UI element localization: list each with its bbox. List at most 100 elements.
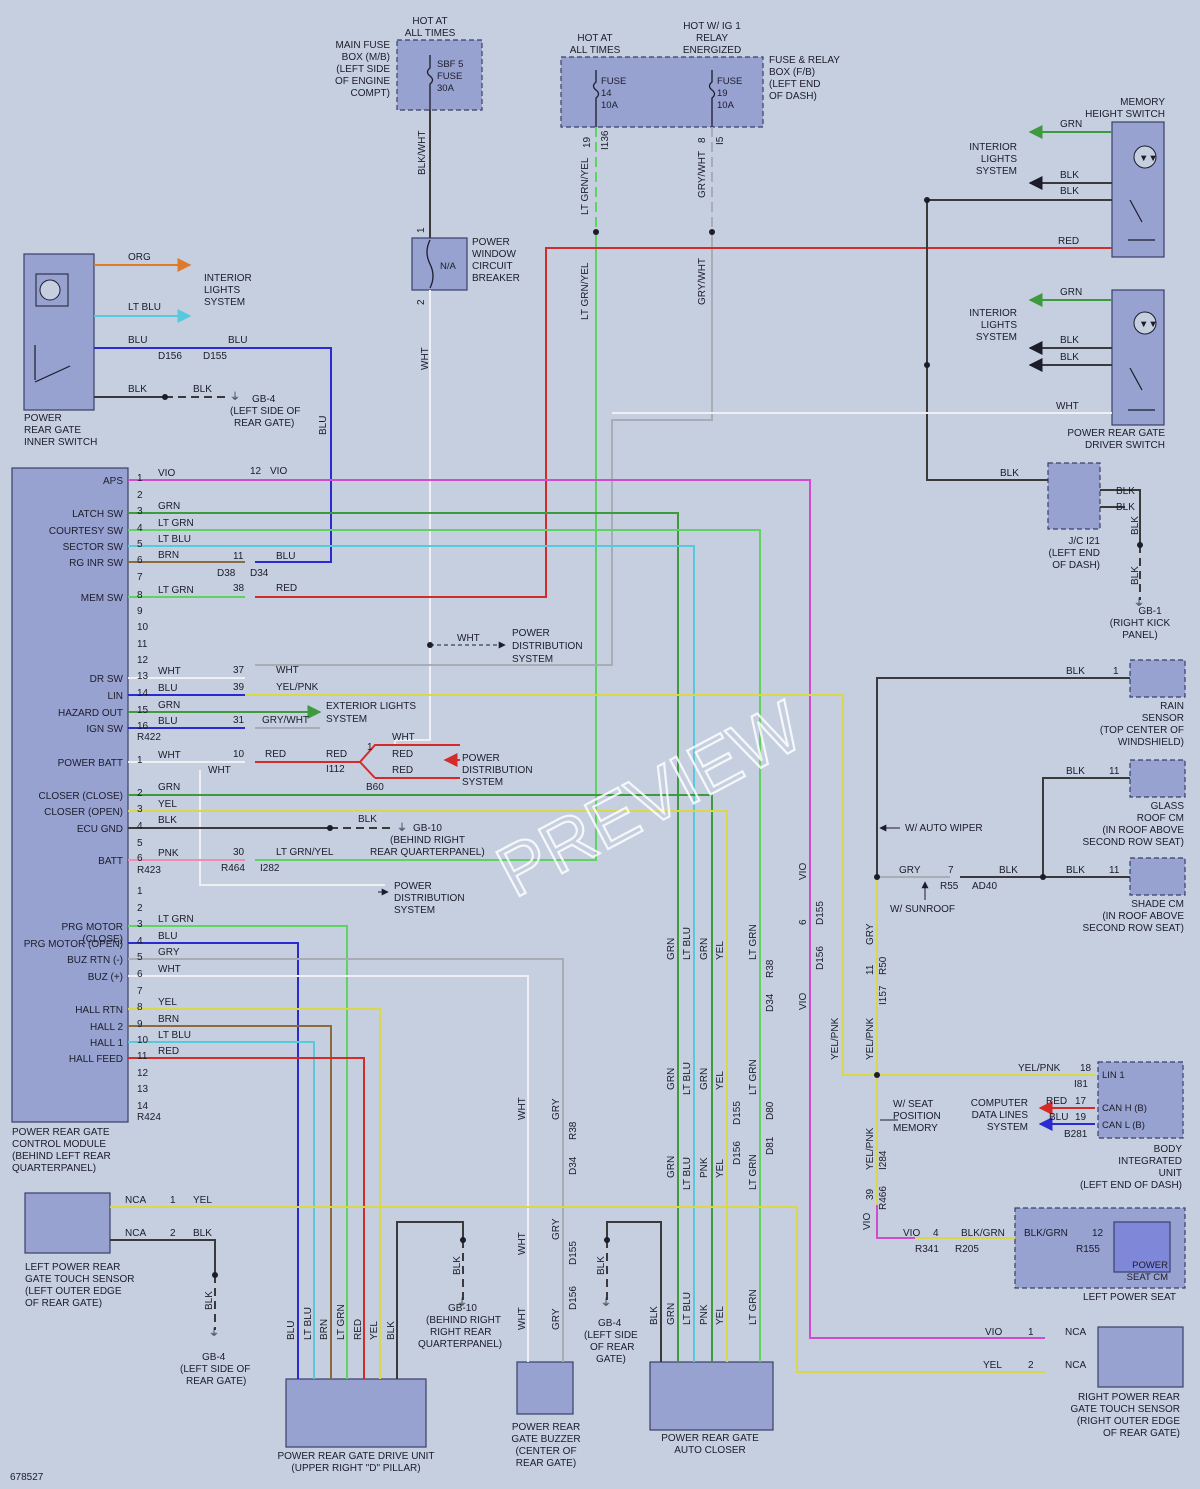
svg-text:YEL/PNK: YEL/PNK	[1018, 1063, 1061, 1074]
svg-text:R55: R55	[940, 881, 959, 892]
svg-text:NCA: NCA	[125, 1195, 146, 1206]
module-pin-number: 11	[137, 639, 148, 650]
svg-text:▼▼: ▼▼	[1139, 153, 1158, 164]
svg-text:WINDOW: WINDOW	[472, 249, 516, 260]
module-pin-label: (CLOSE)	[82, 934, 123, 945]
svg-text:⏚: ⏚	[1134, 597, 1144, 609]
svg-text:LT GRN/YEL: LT GRN/YEL	[580, 262, 591, 320]
svg-text:REAR GATE): REAR GATE)	[516, 1458, 576, 1469]
svg-text:GATE TOUCH SENSOR: GATE TOUCH SENSOR	[25, 1274, 134, 1285]
svg-text:4: 4	[933, 1228, 939, 1239]
svg-text:W/ AUTO WIPER: W/ AUTO WIPER	[905, 823, 983, 834]
svg-text:GRN: GRN	[666, 1303, 677, 1325]
svg-text:B60: B60	[366, 782, 384, 793]
module-pin-number: 15	[137, 705, 149, 716]
svg-text:11: 11	[865, 964, 876, 975]
svg-text:(RIGHT OUTER EDGE: (RIGHT OUTER EDGE	[1077, 1416, 1180, 1427]
svg-text:BLK: BLK	[452, 1256, 463, 1275]
svg-text:DISTRIBUTION: DISTRIBUTION	[512, 641, 583, 652]
svg-text:ORG: ORG	[128, 252, 151, 263]
wire-text: BLK/WHT WHT LT GRN/YEL LT GRN/YEL GRY/WH…	[10, 119, 1171, 1483]
svg-text:GB-4: GB-4	[252, 394, 276, 405]
svg-text:2: 2	[416, 299, 427, 305]
svg-text:GATE TOUCH SENSOR: GATE TOUCH SENSOR	[1071, 1404, 1180, 1415]
wire-color-label: VIO	[158, 468, 175, 479]
svg-text:FUSE: FUSE	[437, 71, 462, 82]
svg-text:INNER SWITCH: INNER SWITCH	[24, 437, 97, 448]
svg-text:DISTRIBUTION: DISTRIBUTION	[462, 765, 533, 776]
svg-text:(IN ROOF ABOVE: (IN ROOF ABOVE	[1102, 911, 1184, 922]
svg-text:DISTRIBUTION: DISTRIBUTION	[394, 893, 465, 904]
svg-text:⏚: ⏚	[397, 822, 407, 834]
svg-text:I284: I284	[878, 1150, 889, 1170]
svg-text:(IN ROOF ABOVE: (IN ROOF ABOVE	[1102, 825, 1184, 836]
left-power-seat: POWER SEAT CM LEFT POWER SEAT	[1014, 1207, 1186, 1303]
svg-text:BLK: BLK	[128, 384, 147, 395]
svg-text:RED: RED	[392, 765, 413, 776]
svg-text:GRN: GRN	[666, 938, 677, 960]
svg-text:POWER REAR GATE: POWER REAR GATE	[12, 1127, 110, 1138]
svg-text:2: 2	[1028, 1360, 1034, 1371]
svg-text:2: 2	[170, 1228, 176, 1239]
svg-text:GRY/WHT: GRY/WHT	[697, 151, 708, 198]
svg-text:INTEGRATED: INTEGRATED	[1118, 1156, 1182, 1167]
svg-text:LIGHTS: LIGHTS	[981, 320, 1017, 331]
svg-text:N/A: N/A	[440, 261, 457, 272]
svg-text:LT GRN: LT GRN	[748, 1154, 759, 1190]
main-fuse-box: HOT AT ALL TIMES MAIN FUSE BOX (M/B) (LE…	[335, 16, 483, 111]
svg-text:OF REAR GATE): OF REAR GATE)	[25, 1298, 102, 1309]
svg-text:R341: R341	[915, 1244, 939, 1255]
svg-text:POWER: POWER	[1132, 1260, 1168, 1271]
shade-cm: SHADE CM (IN ROOF ABOVE SECOND ROW SEAT)	[1083, 857, 1186, 934]
svg-text:WINDSHIELD): WINDSHIELD)	[1118, 737, 1184, 748]
svg-text:39: 39	[865, 1188, 876, 1200]
svg-text:D155: D155	[568, 1241, 579, 1265]
svg-text:YEL: YEL	[983, 1360, 1002, 1371]
svg-text:BLK: BLK	[596, 1256, 607, 1275]
wire-color-label: BLU	[158, 683, 177, 694]
svg-text:D156: D156	[158, 351, 182, 362]
svg-text:LIN 1: LIN 1	[1102, 1070, 1125, 1081]
svg-text:YEL/PNK: YEL/PNK	[865, 1017, 876, 1060]
svg-text:YEL/PNK: YEL/PNK	[830, 1017, 841, 1060]
module-pin-number: 8	[137, 590, 143, 601]
svg-text:SYSTEM: SYSTEM	[976, 332, 1017, 343]
svg-text:18: 18	[1080, 1063, 1092, 1074]
module-pin-number: 2	[137, 490, 143, 501]
wire-color-label: YEL	[158, 997, 177, 1008]
hot-at-all-times-1: HOT AT	[412, 16, 447, 27]
svg-text:SYSTEM: SYSTEM	[976, 166, 1017, 177]
svg-text:MEMORY: MEMORY	[893, 1123, 938, 1134]
svg-text:(CENTER OF: (CENTER OF	[515, 1446, 576, 1457]
svg-text:GRY: GRY	[899, 865, 921, 876]
svg-text:POWER: POWER	[462, 753, 500, 764]
svg-text:D34: D34	[568, 1156, 579, 1175]
svg-text:BLK: BLK	[1066, 865, 1085, 876]
svg-text:VIO: VIO	[270, 466, 287, 477]
svg-text:14: 14	[601, 88, 612, 99]
svg-text:POWER: POWER	[472, 237, 510, 248]
svg-text:D155: D155	[203, 351, 227, 362]
svg-text:1: 1	[1113, 666, 1119, 677]
fuse-relay-box: HOT AT ALL TIMES HOT W/ IG 1 RELAY ENERG…	[560, 21, 840, 128]
jc-i21: J/C I21 (LEFT END OF DASH)	[1047, 462, 1101, 571]
module-pin-number: 13	[137, 671, 149, 682]
svg-text:1: 1	[367, 742, 373, 753]
svg-text:WHT: WHT	[1056, 401, 1079, 412]
svg-text:POWER: POWER	[512, 628, 550, 639]
svg-text:LT BLU: LT BLU	[682, 1157, 693, 1190]
svg-text:BLK/GRN: BLK/GRN	[1024, 1228, 1068, 1239]
svg-text:VIO: VIO	[985, 1327, 1002, 1338]
module-pin-number: 14	[137, 1101, 149, 1112]
svg-text:(BEHIND RIGHT: (BEHIND RIGHT	[390, 835, 465, 846]
svg-text:GRN: GRN	[666, 1068, 677, 1090]
svg-text:BLK/GRN: BLK/GRN	[961, 1228, 1005, 1239]
svg-text:INTERIOR: INTERIOR	[969, 308, 1017, 319]
module-pin-label: PRG MOTOR	[62, 922, 123, 933]
wire-color-label: YEL	[158, 799, 177, 810]
module-pin-label: HALL FEED	[69, 1054, 123, 1065]
svg-text:LEFT POWER REAR: LEFT POWER REAR	[25, 1262, 120, 1273]
svg-text:I282: I282	[260, 863, 280, 874]
wire-color-label: BRN	[158, 1014, 179, 1025]
body-integrated-unit: LIN 1 CAN H (B) CAN L (B) BODY INTEGRATE…	[1080, 1061, 1184, 1191]
